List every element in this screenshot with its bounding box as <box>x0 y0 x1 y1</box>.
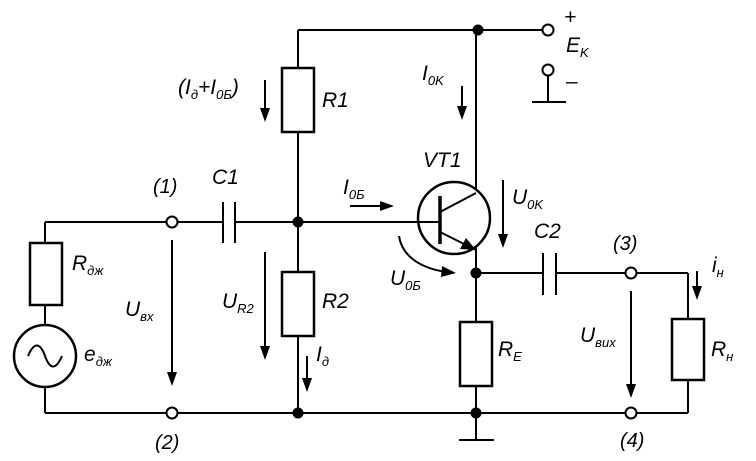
signal-source <box>12 323 78 389</box>
arrow-u0b <box>398 235 456 277</box>
r1-current-label: (Iд+I0Б) <box>178 76 239 102</box>
rdzh-resistor <box>28 241 64 307</box>
arrow-in <box>692 271 702 300</box>
uvx-label: Uвх <box>125 298 154 324</box>
node-collector-top <box>472 24 484 36</box>
r2-label: R2 <box>322 290 349 313</box>
node-base <box>292 216 304 228</box>
vt1-transistor <box>416 180 492 256</box>
sine-wave-icon <box>27 344 63 368</box>
node-ground-r2 <box>292 407 304 419</box>
arrow-u0k <box>498 180 508 248</box>
re-resistor <box>458 320 494 388</box>
arrow-id <box>302 356 312 392</box>
rn-label: Rн <box>711 338 733 364</box>
edzh-label: eдж <box>84 343 113 369</box>
c2-label: C2 <box>534 220 561 243</box>
terminal-1 <box>165 215 179 229</box>
arrow-uvix <box>626 291 636 398</box>
terminal-2-label: (2) <box>155 432 179 454</box>
arrow-i0b <box>350 201 394 211</box>
rdzh-label: Rдж <box>72 252 104 278</box>
ek-minus-sign: – <box>565 70 578 93</box>
c2-capacitor <box>542 253 557 295</box>
wires <box>44 29 689 441</box>
ur2-label: UR2 <box>222 290 255 316</box>
ek-plus-sign: + <box>564 6 576 29</box>
terminal-4 <box>624 406 638 420</box>
emitter-arrow-icon <box>460 238 476 250</box>
arrow-uvx <box>167 240 177 386</box>
node-ground-re <box>470 407 482 419</box>
i0k-label: I0K <box>422 62 445 88</box>
i0b-label: I0Б <box>343 176 365 202</box>
terminal-1-label: (1) <box>153 176 177 198</box>
c1-capacitor <box>222 202 236 243</box>
r1-resistor <box>280 66 316 134</box>
terminal-3-label: (3) <box>613 233 637 255</box>
terminal-ek-plus <box>541 23 555 37</box>
arrow-r1-current <box>260 80 270 122</box>
arrow-i0k <box>457 86 467 120</box>
u0b-label: U0Б <box>390 267 421 293</box>
terminal-4-label: (4) <box>620 430 644 452</box>
in-label: iн <box>712 254 724 280</box>
id-label: Iд <box>316 343 329 369</box>
terminal-ek-minus <box>541 63 555 77</box>
r1-label: R1 <box>322 89 349 112</box>
u0k-label: U0K <box>512 186 544 212</box>
ek-label: EK <box>566 34 590 60</box>
r2-resistor <box>280 270 316 338</box>
vt1-label: VT1 <box>423 149 462 172</box>
rn-resistor <box>670 317 706 382</box>
terminal-2 <box>165 406 179 420</box>
arrow-ur2 <box>260 252 270 360</box>
terminal-3 <box>624 266 638 280</box>
re-label: RE <box>498 338 522 364</box>
c1-label: C1 <box>212 166 239 189</box>
uvix-label: Uвих <box>580 324 616 350</box>
node-emitter <box>470 267 482 279</box>
